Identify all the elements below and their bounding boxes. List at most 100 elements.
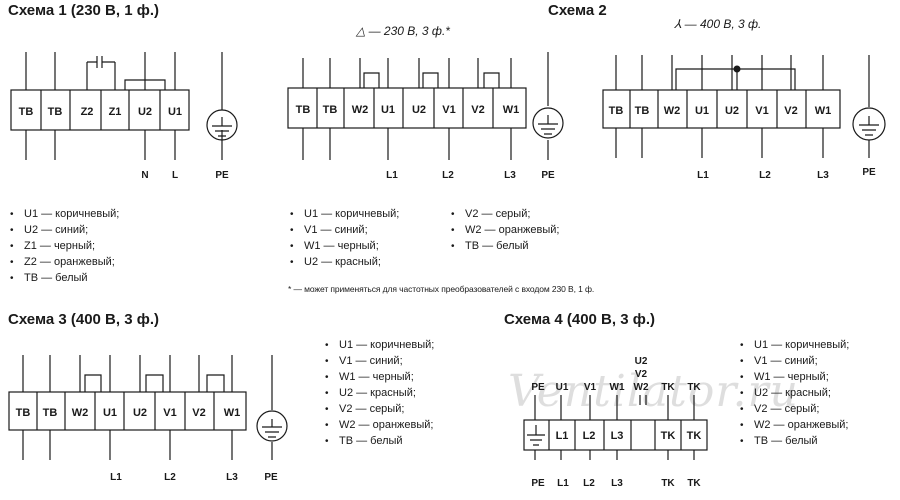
terminal-label: U2 (133, 407, 147, 419)
scheme2-title: Схема 2 (548, 2, 607, 19)
terminal-label: L2 (583, 430, 596, 442)
terminal-label: TK (661, 430, 676, 442)
terminal-label: W1 (503, 104, 520, 116)
scheme2-wire-legend-col2: V2 — серый; W2 — оранжевый; TB — белый (451, 206, 559, 254)
legend-item: Z1 — черный; (10, 238, 119, 254)
legend-item: TB — белый (325, 433, 434, 449)
terminal-label: V2 (192, 407, 205, 419)
frequency-converter-footnote: * — может применяться для частотных прео… (288, 284, 595, 294)
pe-label: PE (215, 170, 229, 181)
scheme2-wire-legend-col1: U1 — коричневый; V1 — синий; W1 — черный… (290, 206, 399, 270)
pe-label: PE (862, 167, 876, 178)
terminal-label: U2 (725, 105, 739, 117)
terminal-label: TB (609, 105, 624, 117)
terminal-label: U1 (103, 407, 117, 419)
wire-label: L1 (557, 478, 569, 489)
delta-connection-note: △ — 230 В, 3 ф.* (356, 24, 450, 38)
terminal-label: U1 (381, 104, 395, 116)
legend-item: W2 — оранжевый; (740, 417, 849, 433)
scheme4-wire-legend: U1 — коричневый; V1 — синий; W1 — черный… (740, 337, 849, 449)
legend-item: W2 — оранжевый; (325, 417, 434, 433)
legend-item: V1 — синий; (325, 353, 434, 369)
scheme3-terminal-block (8, 391, 247, 431)
scheme1-title: Схема 1 (230 В, 1 ф.) (8, 2, 160, 19)
legend-item: U2 — красный; (740, 385, 849, 401)
terminal-label: W1 (815, 105, 832, 117)
wire-label: U2 (635, 356, 648, 367)
scheme4-title: Схема 4 (400 В, 3 ф.) (504, 311, 656, 328)
terminal-label: L3 (611, 430, 624, 442)
terminal-label: TB (635, 105, 650, 117)
legend-item: TB — белый (740, 433, 849, 449)
terminal-label: TB (43, 407, 58, 419)
terminal-label: U2 (138, 106, 152, 118)
line-label: L1 (697, 170, 709, 181)
wire-label: L2 (583, 478, 595, 489)
wire-label: W2 (634, 382, 649, 393)
terminal-label: V1 (442, 104, 455, 116)
terminal-label: W2 (72, 407, 89, 419)
legend-item: U2 — красный; (325, 385, 434, 401)
scheme4-diagram (523, 395, 708, 460)
terminal-label: U2 (412, 104, 426, 116)
scheme1-diagram (10, 52, 238, 160)
line-label: L3 (504, 170, 516, 181)
terminal-label: U1 (168, 106, 182, 118)
legend-item: U2 — красный; (290, 254, 399, 270)
line-label: L3 (817, 170, 829, 181)
terminal-label: TB (323, 104, 338, 116)
legend-item: V2 — серый; (451, 206, 559, 222)
wire-label: PE (531, 478, 545, 489)
wire-label: TK (687, 478, 701, 489)
terminal-label: W1 (224, 407, 241, 419)
wire-label: TK (661, 382, 675, 393)
star-connection-note: ⅄ — 400 В, 3 ф. (674, 17, 762, 31)
legend-item: V2 — серый; (325, 401, 434, 417)
terminal-label: Z2 (81, 106, 94, 118)
legend-item: U2 — синий; (10, 222, 119, 238)
wire-label: L3 (611, 478, 623, 489)
legend-item: V1 — синий; (290, 222, 399, 238)
line-label: L2 (759, 170, 771, 181)
terminal-label: V2 (471, 104, 484, 116)
terminal-label: TB (19, 106, 34, 118)
terminal-label: V1 (163, 407, 176, 419)
scheme4-terminal-block (523, 419, 708, 451)
terminal-label: V1 (755, 105, 768, 117)
pe-label: PE (541, 170, 555, 181)
legend-item: U1 — коричневый; (10, 206, 119, 222)
terminal-label: L1 (556, 430, 569, 442)
wire-label: TK (687, 382, 701, 393)
terminal-label: TB (296, 104, 311, 116)
legend-item: Z2 — оранжевый; (10, 254, 119, 270)
terminal-label: TB (48, 106, 63, 118)
legend-item: U1 — коричневый; (740, 337, 849, 353)
scheme1-terminal-block (10, 89, 190, 131)
terminal-label: Z1 (109, 106, 122, 118)
legend-item: W1 — черный; (290, 238, 399, 254)
line-label: L (172, 170, 178, 181)
legend-item: TB — белый (10, 270, 119, 286)
terminal-label: TB (16, 407, 31, 419)
line-label: N (141, 170, 148, 181)
line-label: L2 (442, 170, 454, 181)
scheme1-wire-legend: U1 — коричневый; U2 — синий; Z1 — черный… (10, 206, 119, 286)
legend-item: TB — белый (451, 238, 559, 254)
legend-item: U1 — коричневый; (290, 206, 399, 222)
terminal-label: U1 (695, 105, 709, 117)
legend-item: W2 — оранжевый; (451, 222, 559, 238)
scheme2-delta-terminal-block (287, 87, 527, 129)
wire-label: V2 (635, 369, 648, 380)
pe-label: PE (264, 472, 278, 483)
line-label: L1 (110, 472, 122, 483)
legend-item: W1 — черный; (740, 369, 849, 385)
legend-item: V1 — синий; (740, 353, 849, 369)
terminal-label: TK (687, 430, 702, 442)
legend-item: W1 — черный; (325, 369, 434, 385)
terminal-label: V2 (784, 105, 797, 117)
line-label: L1 (386, 170, 398, 181)
wire-label: W1 (610, 382, 625, 393)
wire-label: TK (661, 478, 675, 489)
